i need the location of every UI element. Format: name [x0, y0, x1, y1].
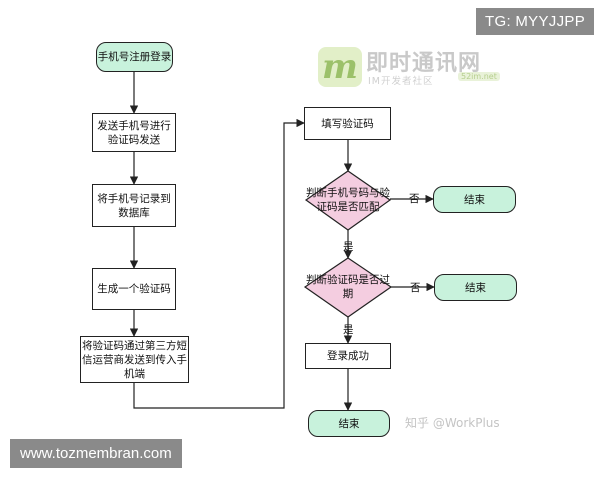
edge-label-no-1: 否	[409, 193, 420, 205]
edge-label-yes-1: 是	[343, 241, 354, 253]
edge-sms-to-fill	[133, 118, 305, 409]
zhihu-watermark: 知乎 @WorkPlus	[405, 416, 500, 430]
website-watermark: www.tozmembran.com	[10, 439, 182, 468]
edge-label-no-2: 否	[410, 282, 421, 294]
tg-watermark: TG: MYYJJPP	[476, 8, 594, 35]
end-node-3: 结束	[308, 410, 390, 437]
logo-subtitle: IM开发者社区	[368, 76, 434, 87]
decision-shape-match	[304, 170, 392, 231]
start-node: 手机号注册登录	[96, 42, 173, 72]
login-success-node: 登录成功	[305, 343, 391, 369]
fill-code-node: 填写验证码	[304, 107, 391, 140]
decision-shape-expire	[303, 257, 393, 318]
gen-code-node: 生成一个验证码	[92, 268, 176, 310]
send-code-node: 发送手机号进行验证码发送	[92, 113, 176, 152]
end-node-2: 结束	[434, 274, 517, 301]
end-node-1: 结束	[433, 186, 516, 213]
check-expire-decision: 判断验证码是否过期	[306, 273, 390, 300]
edge-label-yes-2: 是	[343, 324, 354, 336]
record-db-node: 将手机号记录到数据库	[92, 184, 176, 227]
logo-title: 即时通讯网	[366, 51, 482, 76]
check-match-decision: 判断手机号码与验证码是否匹配	[306, 186, 390, 213]
logo-mark-icon: m	[318, 47, 362, 87]
logo-domain: 52im.net	[458, 72, 500, 81]
im-logo: m 即时通讯网 IM开发者社区 52im.net	[318, 45, 508, 93]
sms-send-node: 将验证码通过第三方短信运营商发送到传入手机端	[80, 336, 189, 383]
